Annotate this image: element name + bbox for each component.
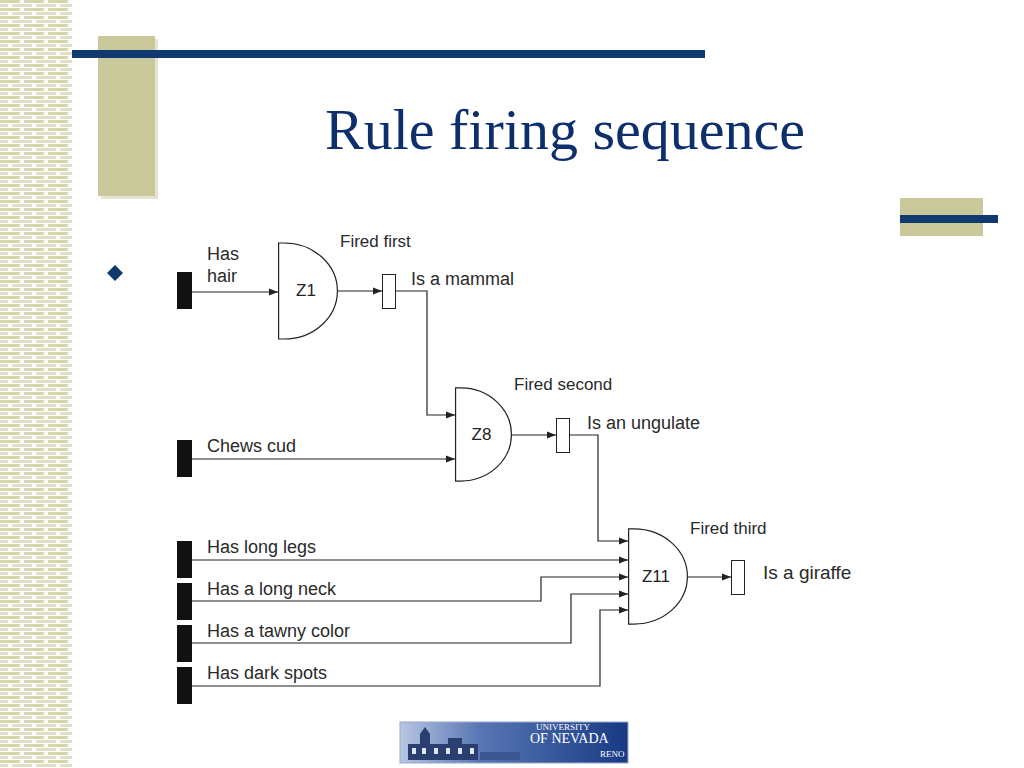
- inference-arrow: [570, 435, 628, 541]
- corner-bar: [900, 215, 998, 223]
- fact-bar: Has long legs: [177, 541, 192, 578]
- fact-label: Has hair: [207, 243, 257, 287]
- inference-arrow: [192, 594, 628, 643]
- logo-text: UNIVERSITY: [536, 722, 590, 732]
- slide-title: Rule firing sequence: [285, 96, 845, 164]
- conclusion-label: Is a mammal: [411, 268, 514, 290]
- gate-text-box: Z8: [455, 387, 512, 482]
- rule-name: Z8: [472, 425, 492, 445]
- inference-arrow: [192, 610, 628, 686]
- inference-arrow: [688, 576, 731, 577]
- fact-bar: Has a long neck: [177, 583, 192, 620]
- and-gate-shape: [279, 243, 338, 339]
- logo-text: OF NEVADA: [530, 731, 609, 747]
- fact-label: Has dark spots: [207, 662, 327, 684]
- rule-gate: Z11: [628, 528, 688, 625]
- firing-order: Fired first: [340, 232, 411, 252]
- title-bar: [72, 50, 705, 58]
- conclusion-label: Is a giraffe: [763, 562, 851, 584]
- firing-order: Fired second: [514, 375, 612, 395]
- university-logo: [400, 722, 628, 763]
- inference-arrow: [396, 291, 455, 415]
- fact-bar: Chews cud: [177, 440, 192, 477]
- fact-label: Chews cud: [207, 435, 296, 457]
- fact-label: Has a long neck: [207, 578, 336, 600]
- bullet-diamond: [107, 265, 123, 281]
- inference-arrow: [192, 559, 628, 560]
- rule-gate: Z1: [278, 242, 338, 340]
- inference-arrow: [338, 290, 382, 291]
- conclusion-box: Is an ungulate: [556, 418, 570, 453]
- firing-order: Fired third: [690, 519, 767, 539]
- conclusion-box: Is a mammal: [382, 274, 396, 309]
- fact-bar: Has hair: [177, 272, 192, 309]
- fact-label: Has a tawny color: [207, 620, 350, 642]
- fact-bar: Has dark spots: [177, 667, 192, 704]
- fact-bar: Has a tawny color: [177, 625, 192, 662]
- logo-text: RENO: [600, 749, 625, 759]
- and-gate-shape: [456, 388, 512, 481]
- gate-text-box: Z11: [628, 528, 688, 625]
- inference-arrow: [512, 434, 556, 435]
- stripe-band: [0, 0, 72, 768]
- accent-block: [98, 36, 155, 196]
- and-gate-shape: [629, 529, 688, 624]
- inference-arrow: [192, 577, 628, 601]
- conclusion-label: Is an ungulate: [587, 412, 700, 434]
- gate-text-box: Z1: [278, 242, 338, 340]
- connector-group: [192, 291, 731, 686]
- inference-arrow: [192, 291, 278, 292]
- rule-gate: Z8: [455, 387, 512, 482]
- fact-label: Has long legs: [207, 536, 316, 558]
- rule-name: Z1: [296, 281, 316, 301]
- inference-arrow: [192, 458, 455, 459]
- rule-name: Z11: [642, 567, 670, 587]
- conclusion-box: Is a giraffe: [731, 560, 745, 595]
